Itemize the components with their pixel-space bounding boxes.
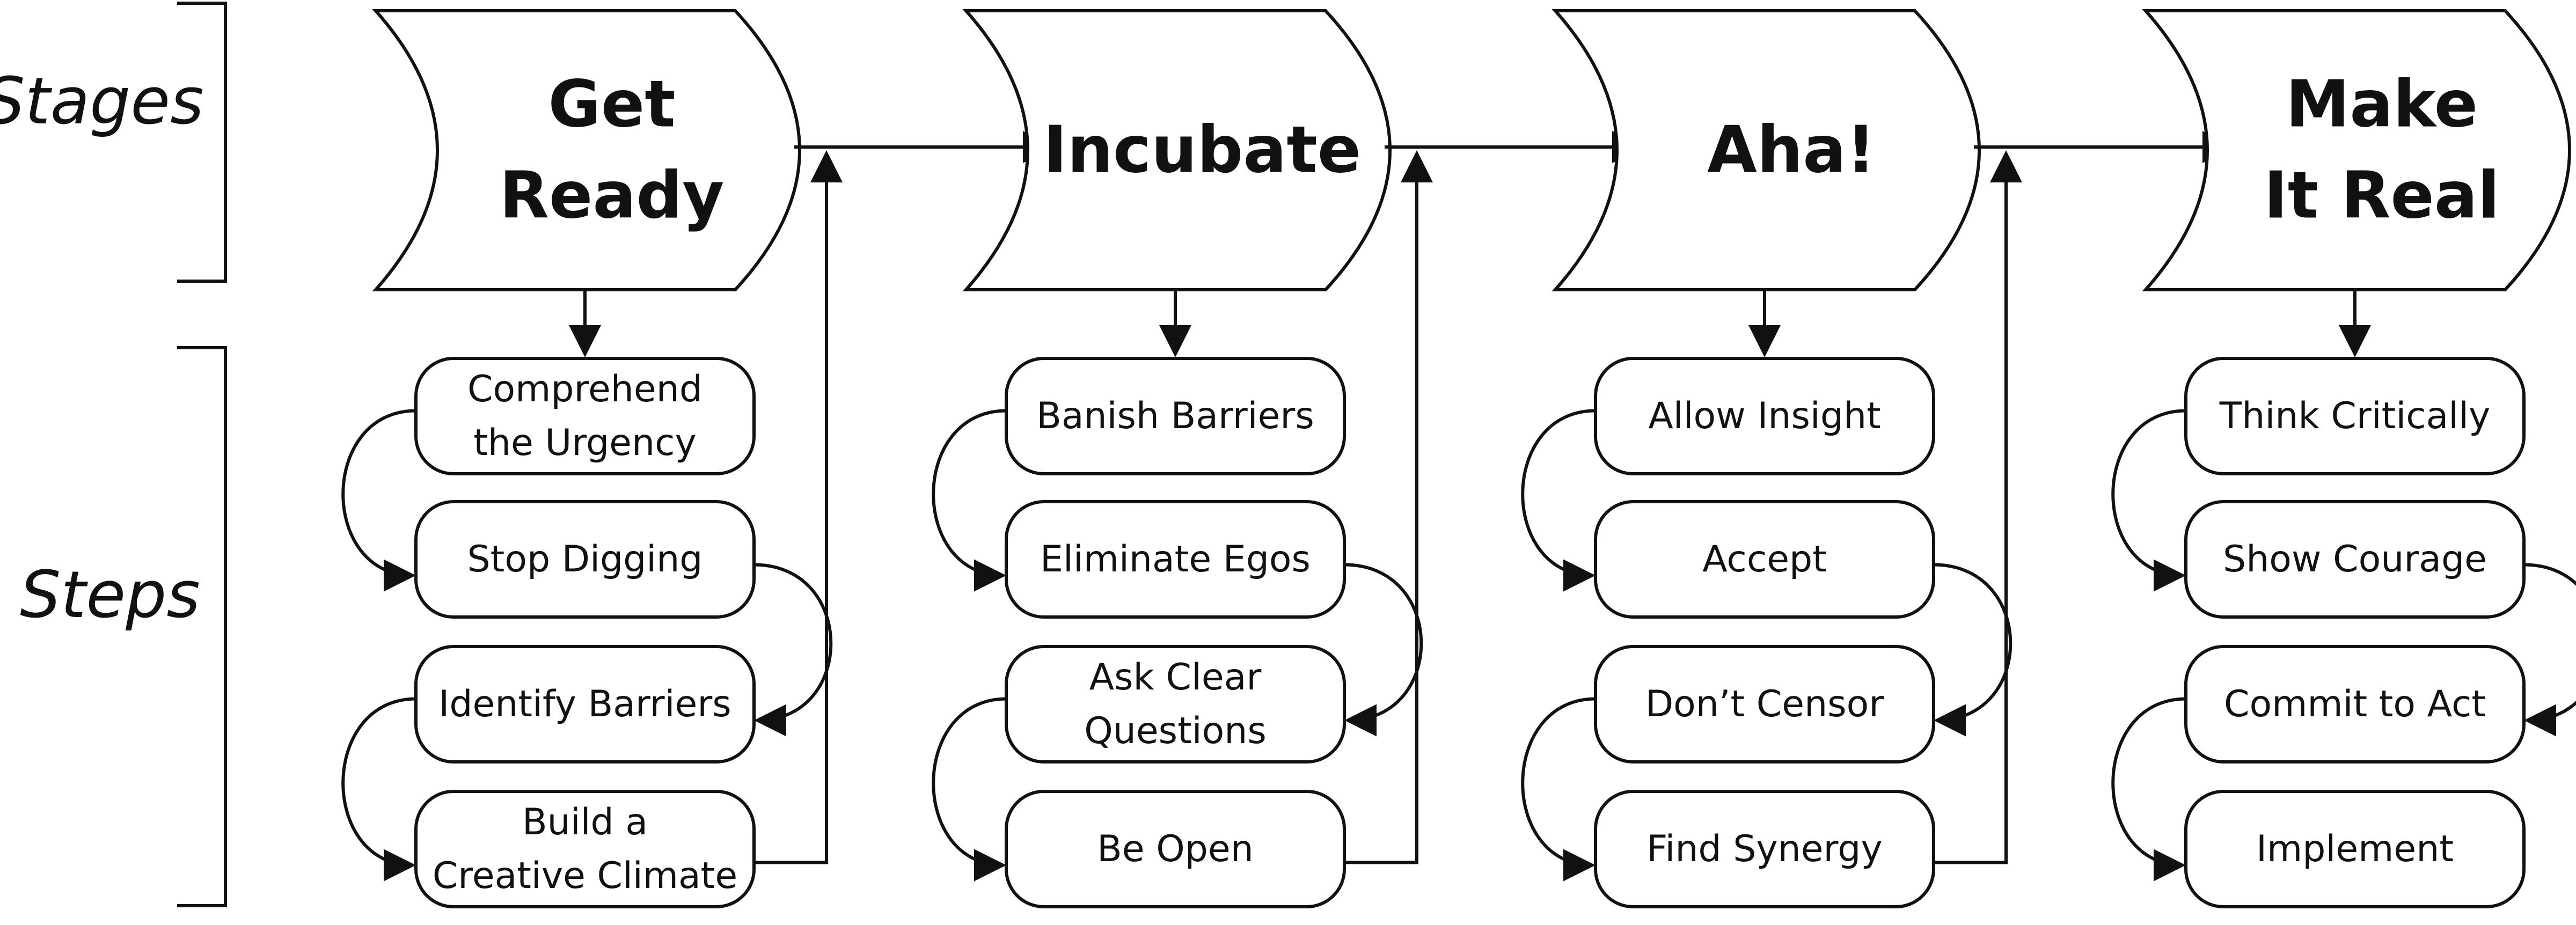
step-connector (341, 409, 416, 592)
step-box-shape (2184, 357, 2526, 475)
step-connector (753, 563, 833, 737)
stage-shape (2142, 9, 2571, 291)
step-label: Implement (2256, 828, 2454, 870)
stage-title: Ready (500, 159, 724, 233)
stage-title: It Real (2264, 159, 2500, 233)
step-box: Accept (1594, 500, 1935, 619)
stages-bracket (177, 2, 227, 283)
step-box: Comprehend the Urgency (414, 357, 756, 475)
step-box-shape (414, 357, 756, 475)
step-connector (2111, 409, 2186, 592)
step-box: Build a Creative Climate (414, 790, 756, 908)
step-box-shape (1594, 790, 1935, 908)
step-box: Be Open (1005, 790, 1346, 908)
step-connector (1344, 563, 1423, 737)
stage-title: Aha! (1707, 113, 1876, 188)
step-label: Commit to Act (2224, 683, 2486, 725)
step-box: Show Courage (2184, 500, 2526, 619)
step-box-shape (1594, 357, 1935, 475)
step-connector (2523, 563, 2576, 737)
step-connector (932, 409, 1007, 592)
step-label: the Urgency (473, 422, 696, 464)
step-label: Banish Barriers (1036, 395, 1314, 437)
step-box: Banish Barriers (1005, 357, 1346, 475)
step-box-shape (414, 790, 756, 908)
step-box-shape (2184, 790, 2526, 908)
step-label: Identify Barriers (438, 683, 731, 725)
step-box-shape (2184, 500, 2526, 619)
step-box: Think Critically (2184, 357, 2526, 475)
step-box-shape (1005, 500, 1346, 619)
step-box-shape (2184, 645, 2526, 764)
step-label: Eliminate Egos (1040, 538, 1311, 581)
step-connector (341, 697, 416, 882)
step-label: Stop Digging (467, 538, 703, 581)
step-box-shape (1594, 645, 1935, 764)
step-label: Accept (1702, 538, 1827, 581)
stage-shape (1552, 9, 1981, 291)
step-box: Identify Barriers (414, 645, 756, 764)
step-label: Creative Climate (433, 855, 737, 897)
stage-shape (962, 9, 1392, 291)
steps-row-label: Steps (20, 558, 200, 633)
step-connector (1933, 563, 2012, 737)
feedback-arrow (1344, 150, 1433, 864)
stage-title: Make (2286, 68, 2478, 142)
step-label: Don’t Censor (1645, 683, 1884, 725)
step-box: Allow Insight (1594, 357, 1935, 475)
step-box-shape (414, 500, 756, 619)
stage-title: Get (548, 68, 675, 142)
feedback-arrow (1934, 150, 2022, 864)
step-box-shape (1594, 500, 1935, 619)
step-box-shape (1005, 790, 1346, 908)
step-box: Find Synergy (1594, 790, 1935, 908)
step-box: Implement (2184, 790, 2526, 908)
step-connector (1521, 697, 1596, 882)
stages-row-label: Stages (0, 64, 204, 139)
step-label: Show Courage (2223, 538, 2487, 581)
step-label: Comprehend (467, 368, 702, 410)
steps-bracket (177, 346, 227, 907)
step-label: Questions (1084, 710, 1267, 752)
step-label: Find Synergy (1646, 828, 1882, 870)
step-label: Be Open (1097, 828, 1254, 870)
step-box: Stop Digging (414, 500, 756, 619)
step-box: Don’t Censor (1594, 645, 1935, 764)
step-box: Eliminate Egos (1005, 500, 1346, 619)
step-connector (1521, 409, 1596, 592)
step-label: Ask Clear (1089, 656, 1262, 699)
step-connector (2111, 697, 2186, 882)
stage-title: Incubate (1043, 113, 1361, 188)
step-box-shape (414, 645, 756, 764)
step-box-shape (1005, 357, 1346, 475)
step-label: Build a (522, 801, 648, 843)
step-box-shape (1005, 645, 1346, 764)
step-connector (932, 697, 1007, 882)
step-label: Allow Insight (1648, 395, 1881, 437)
step-label: Think Critically (2219, 395, 2491, 437)
stage-shape (372, 9, 801, 291)
feedback-arrow (754, 150, 843, 864)
step-box: Commit to Act (2184, 645, 2526, 764)
